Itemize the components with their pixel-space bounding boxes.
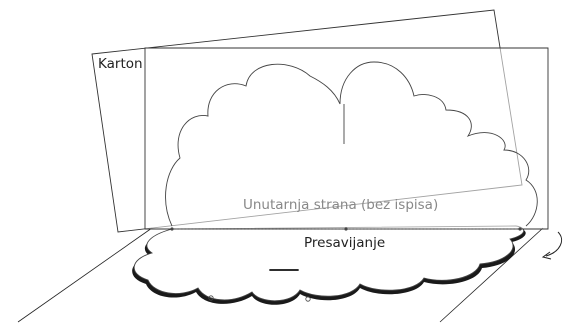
top-cloud-shape — [165, 61, 538, 227]
fold-arrow-icon — [541, 231, 562, 260]
inner-side-label: Unutarnja strana (bez ispisa) — [243, 197, 438, 213]
fold-label: Presavijanje — [304, 235, 385, 251]
fold-line — [170, 227, 522, 231]
bottom-cloud-shape — [132, 225, 526, 305]
karton-label: Karton — [98, 56, 143, 72]
inner-side-sheet — [144, 47, 549, 230]
surface-lines — [17, 227, 544, 323]
